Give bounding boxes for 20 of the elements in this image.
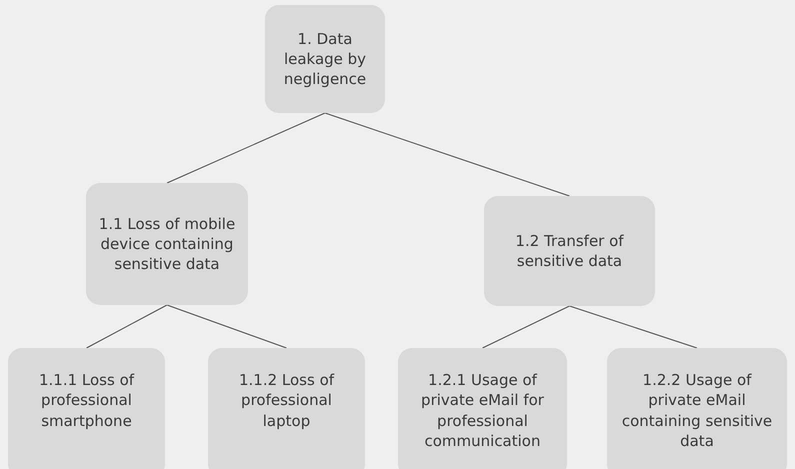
tree-node-box [8,348,165,469]
tree-node-box [86,183,248,305]
connector-line [569,306,698,348]
node-label: 1.2 Transfer of sensitive data [514,230,625,272]
connector-line [166,112,326,184]
node-label: 1.1.1 Loss of professional smartphone [38,370,136,431]
node-label: 1.2.2 Usage of private eMail containing sensitive data [620,370,774,451]
node-label: 1.1.2 Loss of professional laptop [238,370,336,431]
connector-line [324,112,570,196]
node-label: 1.2.1 Usage of private eMail for professional communication [420,370,545,451]
node-label: 1. Data leakage by negligence [282,28,368,90]
node-label: 1.1 Loss of mobile device containing sensitive data [98,214,236,274]
connector-line [166,304,287,348]
tree-node-box [265,5,385,113]
connector-line [482,306,570,348]
tree-node-box [484,196,655,306]
tree-node-box [607,348,787,469]
tree-node-box [208,348,365,469]
connector-line [86,304,168,348]
tree-node-box [398,348,567,469]
